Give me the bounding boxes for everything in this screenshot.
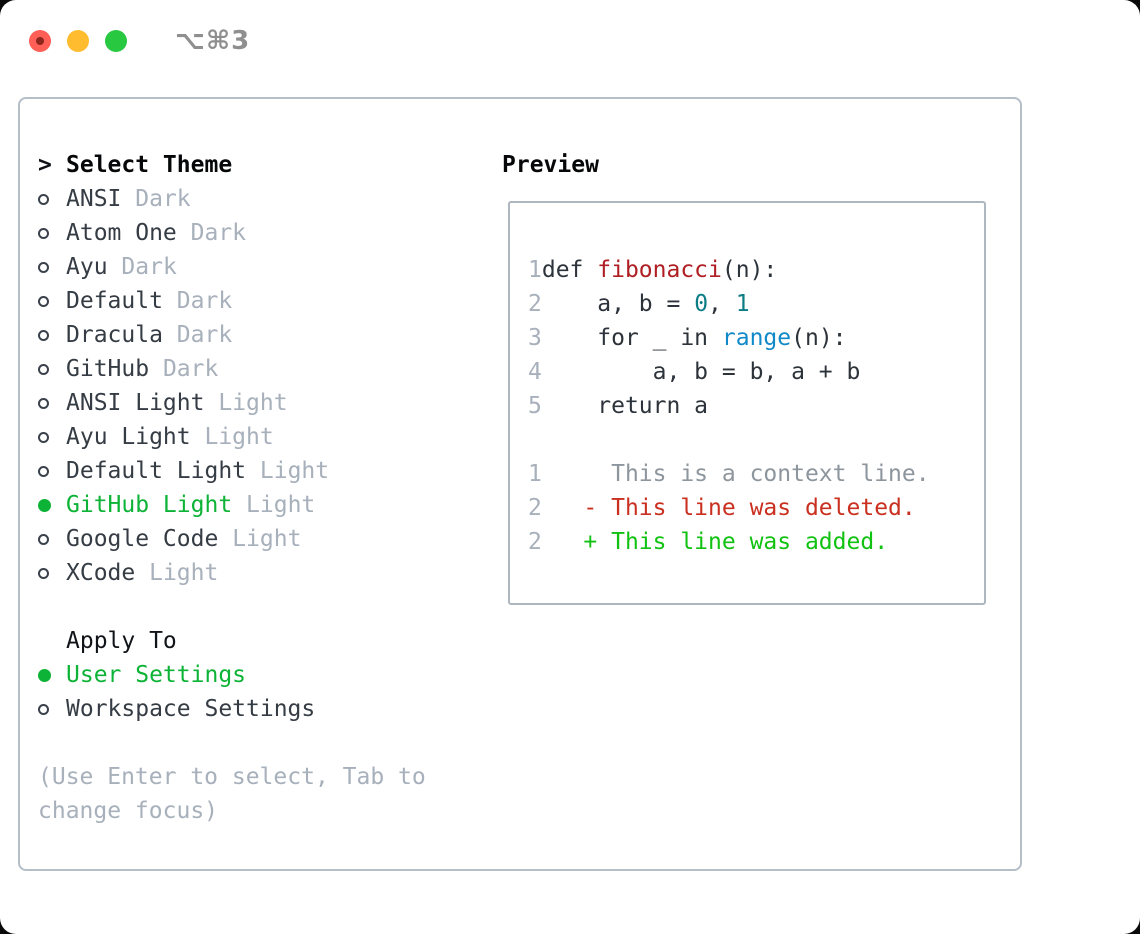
- theme-variant-label: Dark: [162, 356, 219, 382]
- theme-variant-label: Light: [204, 424, 274, 450]
- theme-item-github-light[interactable]: GitHub Light Light: [38, 488, 478, 522]
- code-line: 1 def fibonacci(n):: [528, 257, 778, 283]
- radio-selected-icon[interactable]: [38, 498, 66, 512]
- radio-icon[interactable]: [38, 261, 66, 273]
- radio-icon[interactable]: [38, 431, 66, 443]
- apply-option-workspace-settings[interactable]: Workspace Settings: [38, 692, 478, 726]
- line-number: 5: [528, 393, 542, 419]
- theme-item-label: Atom One: [66, 220, 177, 246]
- radio-selected-icon[interactable]: [38, 668, 66, 682]
- preview-title: Preview: [502, 152, 599, 178]
- theme-variant-label: Light: [259, 458, 330, 484]
- spacer: [38, 590, 478, 624]
- theme-panel-header: > Select Theme: [38, 148, 478, 182]
- line-number: 2: [528, 291, 542, 317]
- radio-icon[interactable]: [38, 703, 66, 715]
- apply-option-label: User Settings: [66, 662, 247, 688]
- theme-variant-label: Dark: [135, 186, 191, 212]
- close-button-icon[interactable]: [29, 30, 51, 52]
- code-line: [528, 423, 984, 457]
- theme-item-label: ANSI: [66, 186, 122, 212]
- theme-variant-label: Dark: [190, 220, 247, 246]
- theme-item-google-code[interactable]: Google Code Light: [38, 522, 478, 556]
- preview-panel: Preview 1 def fibonacci(n): 2 a, b = 0, 1…: [502, 148, 986, 605]
- code-line: 2 a, b = 0, 1: [528, 291, 750, 317]
- theme-item-ansi[interactable]: ANSI Dark: [38, 182, 478, 216]
- code-line: 4 a, b = b, a + b: [528, 359, 861, 385]
- theme-variant-label: Dark: [176, 322, 233, 348]
- preview-box: 1 def fibonacci(n): 2 a, b = 0, 1 3 for _ …: [508, 201, 986, 605]
- titlebar: ⌥⌘3: [29, 26, 250, 56]
- radio-icon[interactable]: [38, 295, 66, 307]
- line-number: 1: [528, 461, 542, 487]
- maximize-button-icon[interactable]: [105, 30, 127, 52]
- code-preview: 1 def fibonacci(n): 2 a, b = 0, 1 3 for _ …: [510, 203, 984, 559]
- theme-item-dracula[interactable]: Dracula Dark: [38, 318, 478, 352]
- theme-item-label: Default Light: [66, 458, 247, 484]
- theme-item-label: XCode: [66, 560, 136, 586]
- theme-item-default[interactable]: Default Dark: [38, 284, 478, 318]
- theme-item-label: ANSI Light: [66, 390, 205, 416]
- theme-item-label: Dracula: [66, 322, 163, 348]
- theme-item-label: Default: [66, 288, 163, 314]
- theme-item-label: Ayu Light: [66, 424, 191, 450]
- apply-to-header: Apply To: [38, 624, 478, 658]
- minimize-button-icon[interactable]: [67, 30, 89, 52]
- theme-variant-label: Light: [246, 492, 316, 518]
- apply-option-user-settings[interactable]: User Settings: [38, 658, 478, 692]
- theme-item-label: Google Code: [66, 526, 219, 552]
- theme-item-ayu[interactable]: Ayu Dark: [38, 250, 478, 284]
- line-number: 4: [528, 359, 542, 385]
- code-line: 3 for _ in range(n):: [528, 325, 847, 351]
- line-number: 3: [528, 325, 542, 351]
- theme-item-github[interactable]: GitHub Dark: [38, 352, 478, 386]
- theme-variant-label: Light: [149, 560, 219, 586]
- radio-icon[interactable]: [38, 363, 66, 375]
- diff-line: 1 This is a context line.: [528, 461, 930, 487]
- theme-item-ansi-light[interactable]: ANSI Light Light: [38, 386, 478, 420]
- theme-item-label: GitHub: [66, 356, 150, 382]
- theme-item-label: GitHub Light: [66, 492, 233, 518]
- apply-option-label: Workspace Settings: [66, 696, 316, 722]
- theme-variant-label: Light: [232, 526, 302, 552]
- theme-variant-label: Dark: [121, 254, 177, 280]
- diff-line: 2 - This line was deleted.: [528, 495, 916, 521]
- window-title: ⌥⌘3: [175, 26, 251, 56]
- radio-icon[interactable]: [38, 329, 66, 341]
- radio-icon[interactable]: [38, 533, 66, 545]
- theme-variant-label: Light: [218, 390, 288, 416]
- diff-line: 2 + This line was added.: [528, 529, 889, 555]
- radio-icon[interactable]: [38, 193, 66, 205]
- theme-variant-label: Dark: [176, 288, 233, 314]
- radio-icon[interactable]: [38, 397, 66, 409]
- radio-icon[interactable]: [38, 227, 66, 239]
- radio-icon[interactable]: [38, 567, 66, 579]
- theme-item-ayu-light[interactable]: Ayu Light Light: [38, 420, 478, 454]
- prompt-icon: >: [38, 152, 52, 178]
- theme-panel-title: Select Theme: [66, 152, 233, 178]
- theme-item-xcode[interactable]: XCode Light: [38, 556, 478, 590]
- line-number: 2: [528, 529, 542, 555]
- apply-to-title: Apply To: [66, 628, 177, 654]
- line-number: 1: [528, 257, 542, 283]
- theme-item-label: Ayu: [66, 254, 108, 280]
- theme-item-default-light[interactable]: Default Light Light: [38, 454, 478, 488]
- radio-icon[interactable]: [38, 465, 66, 477]
- keyboard-hint: (Use Enter to select, Tab to change focu…: [38, 764, 426, 824]
- code-line: 5 return a: [528, 393, 709, 419]
- theme-item-atom-one[interactable]: Atom One Dark: [38, 216, 478, 250]
- line-number: 2: [528, 495, 542, 521]
